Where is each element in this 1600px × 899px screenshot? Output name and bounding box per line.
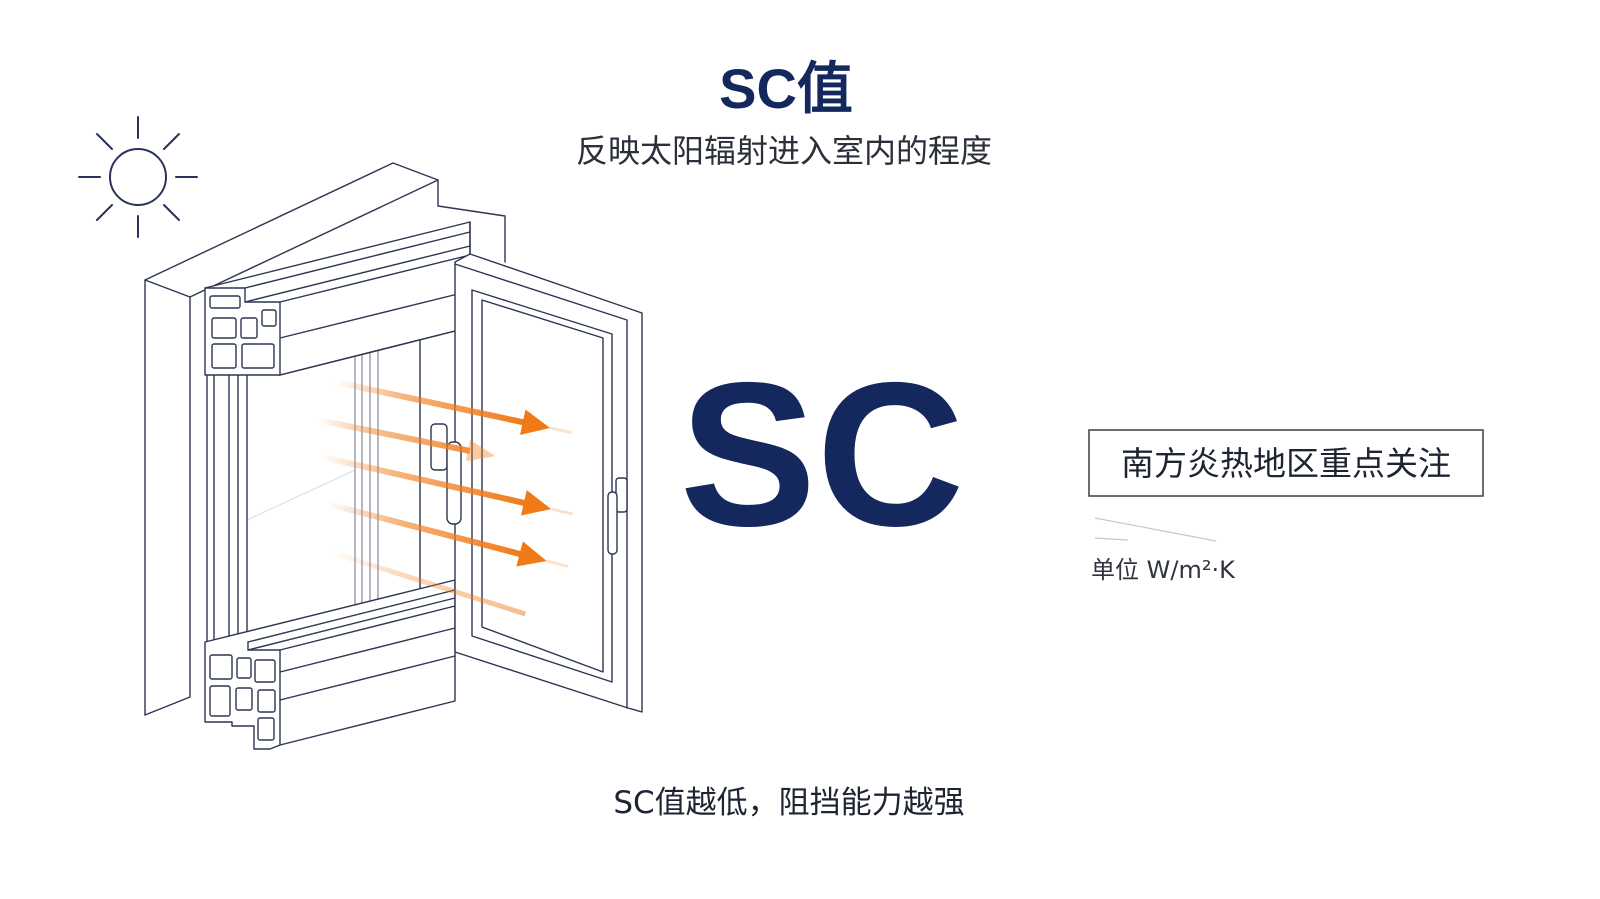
- wall-panel: [144, 162, 506, 716]
- arrow-glow: [546, 559, 569, 568]
- arrow-glow: [549, 426, 572, 435]
- sill-profile-chambers: [209, 654, 276, 741]
- arrow-shaft: [334, 379, 526, 426]
- arrow-shaft: [321, 454, 527, 507]
- head-profile-chambers: [209, 295, 277, 369]
- sun-ray: [163, 133, 180, 150]
- sun-ray: [96, 204, 113, 221]
- sill-profile: [204, 579, 456, 750]
- arrow-head: [520, 409, 551, 435]
- arrow-head: [465, 439, 496, 462]
- arrow-shaft: [329, 549, 527, 617]
- radiation-arrow: [334, 379, 572, 435]
- sun-ray: [163, 204, 180, 221]
- sun-disc: [109, 148, 167, 206]
- radiation-arrow: [329, 549, 527, 617]
- arrow-shaft: [327, 501, 523, 558]
- radiation-arrow: [321, 454, 573, 516]
- unit-label: 单位 W/m²·K: [1091, 556, 1236, 584]
- left-jamb: [206, 374, 248, 643]
- callout: 南方炎热地区重点关注: [1088, 429, 1484, 497]
- footer-note: SC值越低，阻挡能力越强: [613, 785, 964, 821]
- solar-radiation-arrows: [317, 379, 573, 617]
- hero-label: SC: [680, 340, 965, 569]
- sun-icon: [78, 116, 198, 238]
- page-title: SC值: [719, 57, 853, 120]
- sash-glass: [481, 299, 604, 673]
- casement-window-icon: [144, 162, 643, 750]
- head-profile: [204, 221, 471, 376]
- sash-handle-icon: [607, 477, 628, 555]
- callout-text: 南方炎热地区重点关注: [1121, 444, 1451, 483]
- arrow-glow: [550, 507, 573, 516]
- arrow-head: [516, 541, 547, 567]
- callout-box: [1088, 429, 1484, 497]
- radiation-arrow: [317, 417, 496, 462]
- arrow-head: [520, 490, 552, 516]
- open-sash: [454, 253, 643, 713]
- arrow-shaft: [317, 417, 471, 454]
- decorative-lines: [1094, 517, 1217, 542]
- sun-ray: [96, 133, 113, 150]
- sash-frame-inner: [471, 289, 613, 683]
- far-jamb: [246, 339, 421, 605]
- radiation-arrow: [327, 501, 569, 568]
- page-subtitle: 反映太阳辐射进入室内的程度: [576, 132, 992, 170]
